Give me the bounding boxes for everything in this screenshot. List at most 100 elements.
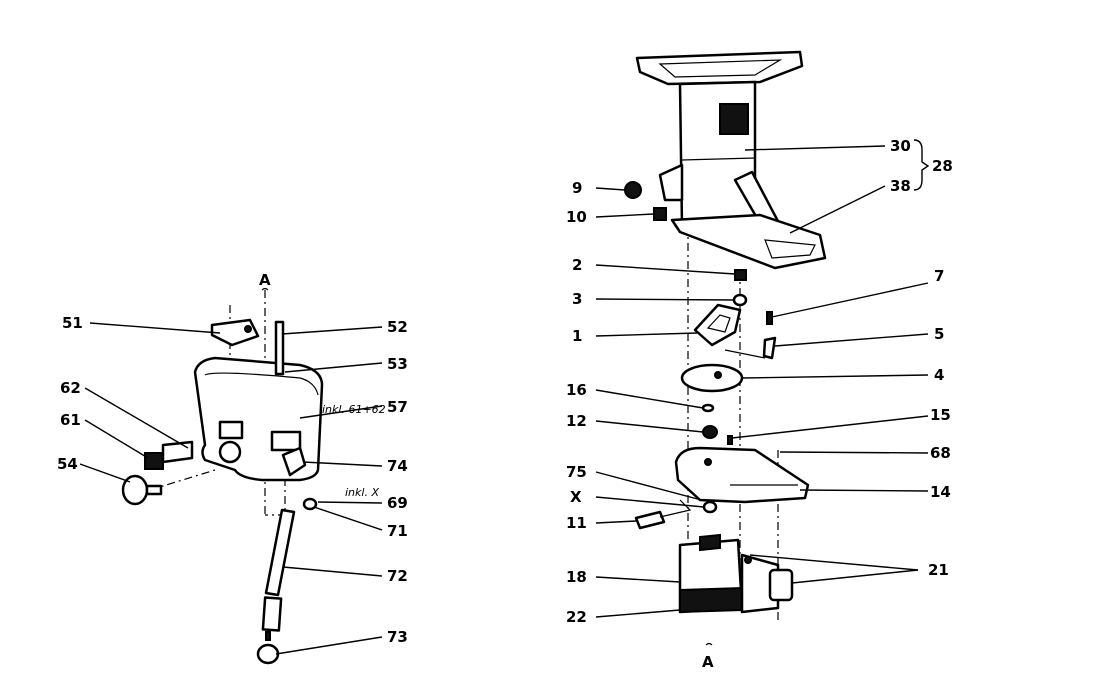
leader-73 xyxy=(275,636,383,655)
label-1: 1 xyxy=(572,327,582,345)
motor-base-22 xyxy=(679,586,743,614)
label-9: 9 xyxy=(572,179,582,197)
label-28: 28 xyxy=(932,157,953,175)
plate-62 xyxy=(161,440,194,464)
label-53: 53 xyxy=(387,355,408,373)
cap-73 xyxy=(256,643,280,665)
disc-hub xyxy=(714,371,722,379)
leader-68 xyxy=(779,451,929,454)
leader-62 xyxy=(84,387,189,449)
tube-sleeve xyxy=(261,596,283,632)
right-assembly: A 30 28 38 9 10 2 7 3 1 5 xyxy=(566,50,953,671)
leader-54 xyxy=(79,463,131,483)
leader-7 xyxy=(771,282,929,318)
tilde-mark xyxy=(261,287,269,291)
label-15: 15 xyxy=(930,406,951,424)
blade-holder-inner xyxy=(706,314,731,333)
leader-21b xyxy=(791,569,919,584)
capacitor-screw xyxy=(744,556,752,564)
leader-53 xyxy=(284,362,383,373)
switch-61 xyxy=(144,452,164,470)
spring-rod xyxy=(724,349,766,359)
leader-38 xyxy=(789,185,886,234)
bracket-screw xyxy=(244,325,252,333)
label-75: 75 xyxy=(566,463,587,481)
label-11: 11 xyxy=(566,514,587,532)
leader-61 xyxy=(84,419,149,459)
blade-holder-1 xyxy=(693,303,742,347)
label-61: 61 xyxy=(60,411,81,429)
spring-5 xyxy=(762,336,777,360)
housing-center xyxy=(704,458,712,466)
label-71: 71 xyxy=(387,522,408,540)
leader-1 xyxy=(595,332,698,337)
knob-stem xyxy=(145,484,163,496)
label-5: 5 xyxy=(934,325,944,343)
label-7: 7 xyxy=(934,267,944,285)
leader-22 xyxy=(595,609,681,618)
label-52: 52 xyxy=(387,318,408,336)
leader-16 xyxy=(595,389,704,409)
leader-57 xyxy=(299,405,383,419)
leader-15 xyxy=(731,415,929,439)
leader-x xyxy=(595,496,705,508)
label-14: 14 xyxy=(930,483,951,501)
screw-7 xyxy=(766,311,773,325)
leader-74 xyxy=(302,461,383,467)
leader-18 xyxy=(595,576,681,583)
label-2: 2 xyxy=(572,256,582,274)
label-51: 51 xyxy=(62,314,83,332)
washer-16 xyxy=(701,403,715,413)
tube-72 xyxy=(264,508,296,597)
label-54: 54 xyxy=(57,455,78,473)
motor-side xyxy=(740,553,780,614)
screw-15 xyxy=(727,435,733,445)
motor-housing-14 xyxy=(674,446,810,504)
cap-2 xyxy=(734,269,747,281)
shaft-label-plate xyxy=(719,103,749,135)
left-assembly: A xyxy=(57,271,408,665)
gland-71 xyxy=(302,497,318,511)
label-69: 69 xyxy=(387,494,408,512)
label-16: 16 xyxy=(566,381,587,399)
cap-arrow xyxy=(265,631,271,641)
rod-75 xyxy=(659,499,692,518)
label-3: 3 xyxy=(572,290,582,308)
leader-10 xyxy=(595,213,655,218)
label-69-note: inkl. X xyxy=(345,486,379,499)
label-30: 30 xyxy=(890,137,911,155)
housing-slot xyxy=(270,430,302,452)
leader-4 xyxy=(741,374,929,379)
label-38: 38 xyxy=(890,177,911,195)
group-brace-28 xyxy=(913,139,930,191)
leader-72 xyxy=(282,566,383,577)
nut-12 xyxy=(702,425,718,439)
housing-socket xyxy=(218,440,242,464)
label-21: 21 xyxy=(928,561,949,579)
shaft-seam xyxy=(681,157,756,161)
washer-3 xyxy=(732,293,748,307)
hopper-funnel xyxy=(635,50,804,86)
label-x: X xyxy=(570,488,582,506)
label-18: 18 xyxy=(566,568,587,586)
nut-10 xyxy=(653,207,667,221)
leader-30 xyxy=(744,145,886,151)
knob-9 xyxy=(624,181,642,199)
connector-74 xyxy=(281,446,307,477)
leader-71 xyxy=(313,506,383,531)
leader-75 xyxy=(595,471,706,502)
leader-21a xyxy=(749,554,919,571)
base-plate-grille xyxy=(764,239,816,259)
leader-14 xyxy=(799,489,929,492)
motor-top xyxy=(699,533,721,552)
label-10: 10 xyxy=(566,208,587,226)
axis-line-knob xyxy=(149,469,216,491)
label-68: 68 xyxy=(930,444,951,462)
leader-69 xyxy=(317,501,383,504)
lever-11 xyxy=(634,510,666,530)
label-57: 57 xyxy=(387,398,408,416)
label-a-bottom: A xyxy=(702,653,714,671)
rod-52 xyxy=(274,320,285,376)
leader-52 xyxy=(281,326,383,335)
